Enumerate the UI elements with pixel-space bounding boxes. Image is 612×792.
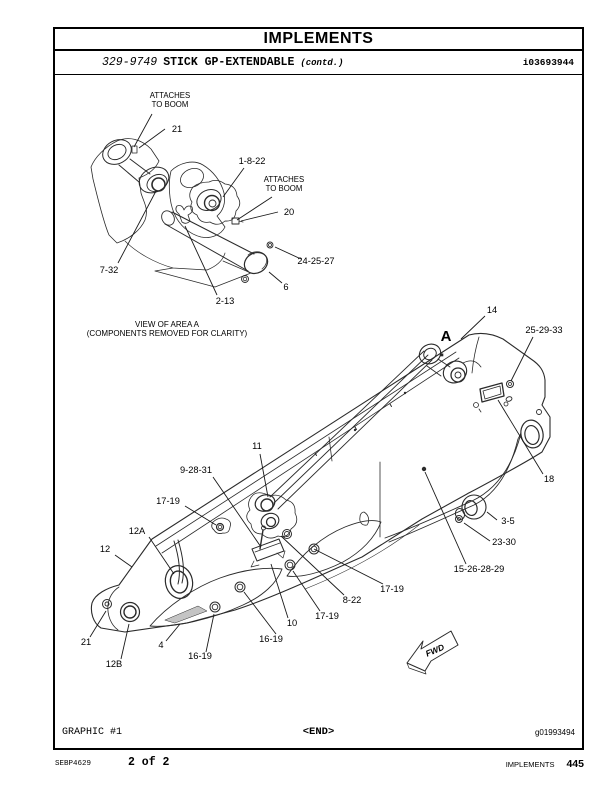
leader-line: [240, 211, 279, 222]
callout-label: 24-25-27: [297, 256, 334, 266]
leader-line: [259, 453, 269, 498]
leader-line: [510, 336, 534, 382]
footer-page-number: 445: [566, 758, 584, 770]
callout-label: 8-22: [343, 595, 362, 605]
page-frame: IMPLEMENTS 329-9749 STICK GP-EXTENDABLE …: [53, 27, 584, 750]
callout-label: 2-13: [216, 296, 235, 306]
callout-label: 12B: [106, 659, 123, 669]
leader-line: [313, 548, 384, 585]
leader-line: [165, 623, 181, 642]
callout-label: 1-8-22: [239, 156, 266, 166]
callout-label: 16-19: [259, 634, 283, 644]
leader-line: [205, 613, 215, 653]
page-title: IMPLEMENTS: [263, 30, 374, 47]
leader-line: [148, 536, 175, 575]
parts-diagram: 21 1-8-22 20 24-25-27 6 7-32 2-13 14 25-29-33 18 3…: [81, 91, 563, 675]
leader-line: [212, 476, 262, 548]
callout-label: 4: [158, 640, 163, 650]
part-name: STICK GP-EXTENDABLE: [163, 56, 295, 69]
callout-label: 21: [81, 637, 91, 647]
contd-marker: (contd.): [300, 58, 344, 68]
doc-id: i03693944: [522, 57, 574, 68]
leader-line: [424, 471, 467, 565]
graphic-label: GRAPHIC #1: [62, 727, 123, 738]
leader-line: [463, 522, 491, 542]
callout-label: 20: [284, 207, 294, 217]
callout-label: 15-26-28-29: [454, 564, 505, 574]
callout-label: 12: [100, 544, 110, 554]
leader-line: [222, 167, 245, 198]
subtitle-row: 329-9749 STICK GP-EXTENDABLE (contd.) i0…: [55, 51, 582, 75]
leader-line: [497, 399, 544, 475]
leader-line: [184, 505, 217, 526]
diagram-artwork: [90, 138, 551, 675]
callout-label: 21: [172, 124, 182, 134]
manual-id: SEBP4629: [55, 760, 92, 768]
leader-line: [460, 315, 486, 340]
footer-right: IMPLEMENTS 445: [506, 758, 584, 770]
graphic-caption: GRAPHIC #1 <END> g01993494: [55, 726, 582, 738]
leader-line: [268, 271, 283, 284]
callout-label: 23-30: [492, 537, 516, 547]
callout-label: 10: [287, 618, 297, 628]
leader-line: [486, 511, 498, 521]
footer-section: IMPLEMENTS: [505, 760, 555, 769]
callout-label: 17-19: [156, 496, 180, 506]
page-of: 2 of 2: [128, 756, 170, 769]
callout-label: 17-19: [315, 611, 339, 621]
stick-assembly-art: [90, 332, 551, 633]
leader-line: [270, 563, 289, 619]
callout-label: 9-28-31: [180, 465, 212, 475]
part-number: 329-9749: [102, 56, 158, 69]
callout-label: FWD: [424, 642, 446, 659]
leader-line: [133, 113, 153, 148]
callout-label: 11: [252, 441, 262, 451]
header-band: IMPLEMENTS: [55, 29, 582, 51]
leader-line: [138, 128, 166, 149]
callout-label: 6: [283, 282, 288, 292]
fwd-arrow: [406, 630, 459, 675]
callout-label: VIEW OF AREA A(COMPONENTS REMOVED FOR CL…: [87, 320, 248, 338]
subtitle-left: 329-9749 STICK GP-EXTENDABLE (contd.): [55, 56, 344, 69]
leader-line: [292, 570, 321, 612]
callout-label: A: [441, 328, 452, 345]
callout-label: 18: [544, 474, 554, 484]
leader-line: [114, 554, 133, 568]
graphic-id: g01993494: [534, 728, 575, 737]
callout-label: 25-29-33: [525, 325, 562, 335]
callout-label: 14: [487, 305, 497, 315]
callout-label: 17-19: [380, 584, 404, 594]
page-footer: SEBP4629 2 of 2 IMPLEMENTS 445: [53, 756, 584, 772]
callout-layer: 21 1-8-22 20 24-25-27 6 7-32 2-13 14 25-29-33 18 3…: [81, 91, 563, 669]
leader-line: [117, 190, 157, 264]
callout-label: 3-5: [501, 516, 514, 526]
end-marker: <END>: [302, 726, 335, 738]
leader-line: [280, 535, 345, 596]
leader-line: [184, 225, 218, 296]
leader-line: [274, 246, 302, 260]
graphic-area: 21 1-8-22 20 24-25-27 6 7-32 2-13 14 25-29-33 18 3…: [55, 75, 582, 725]
callout-label: 12A: [129, 526, 146, 536]
leader-line: [243, 591, 277, 635]
leader-line: [120, 623, 130, 660]
callout-label: 16-19: [188, 651, 212, 661]
area-a-view-art: [90, 138, 274, 288]
callout-label: 7-32: [100, 265, 119, 275]
leader-line: [89, 610, 107, 638]
leader-line: [236, 196, 273, 221]
